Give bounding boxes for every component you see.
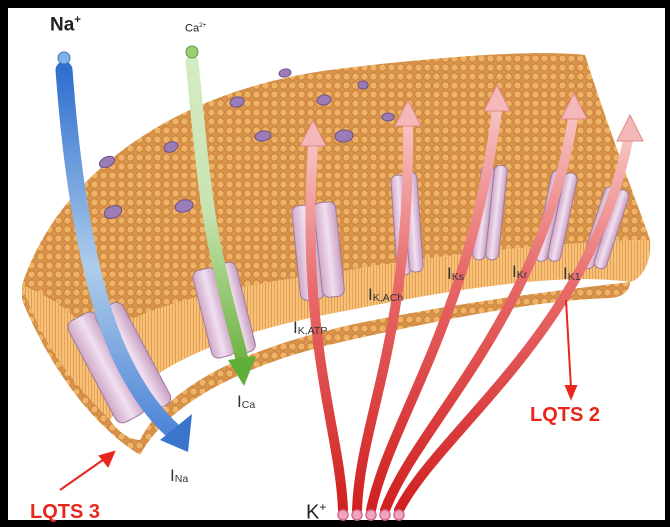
current-label-na: INa — [170, 466, 188, 486]
k-ion-label: K+ — [306, 500, 326, 525]
current-label-ca: ICa — [237, 392, 255, 412]
current-label-katp: IK,ATP — [293, 318, 327, 338]
current-label-ks: IKs — [447, 264, 464, 284]
current-label-k1: IK1 — [563, 264, 581, 284]
current-label-kr: IKr — [512, 262, 527, 282]
lqts2-label: LQTS 2 — [530, 404, 600, 427]
lqts3-label: LQTS 3 — [30, 501, 100, 524]
ca-ion-label: Ca2+ — [185, 22, 207, 35]
na-ion-label: Na+ — [50, 14, 81, 36]
current-label-kach: IK,ACh — [368, 285, 403, 305]
katp-channel — [291, 201, 345, 301]
